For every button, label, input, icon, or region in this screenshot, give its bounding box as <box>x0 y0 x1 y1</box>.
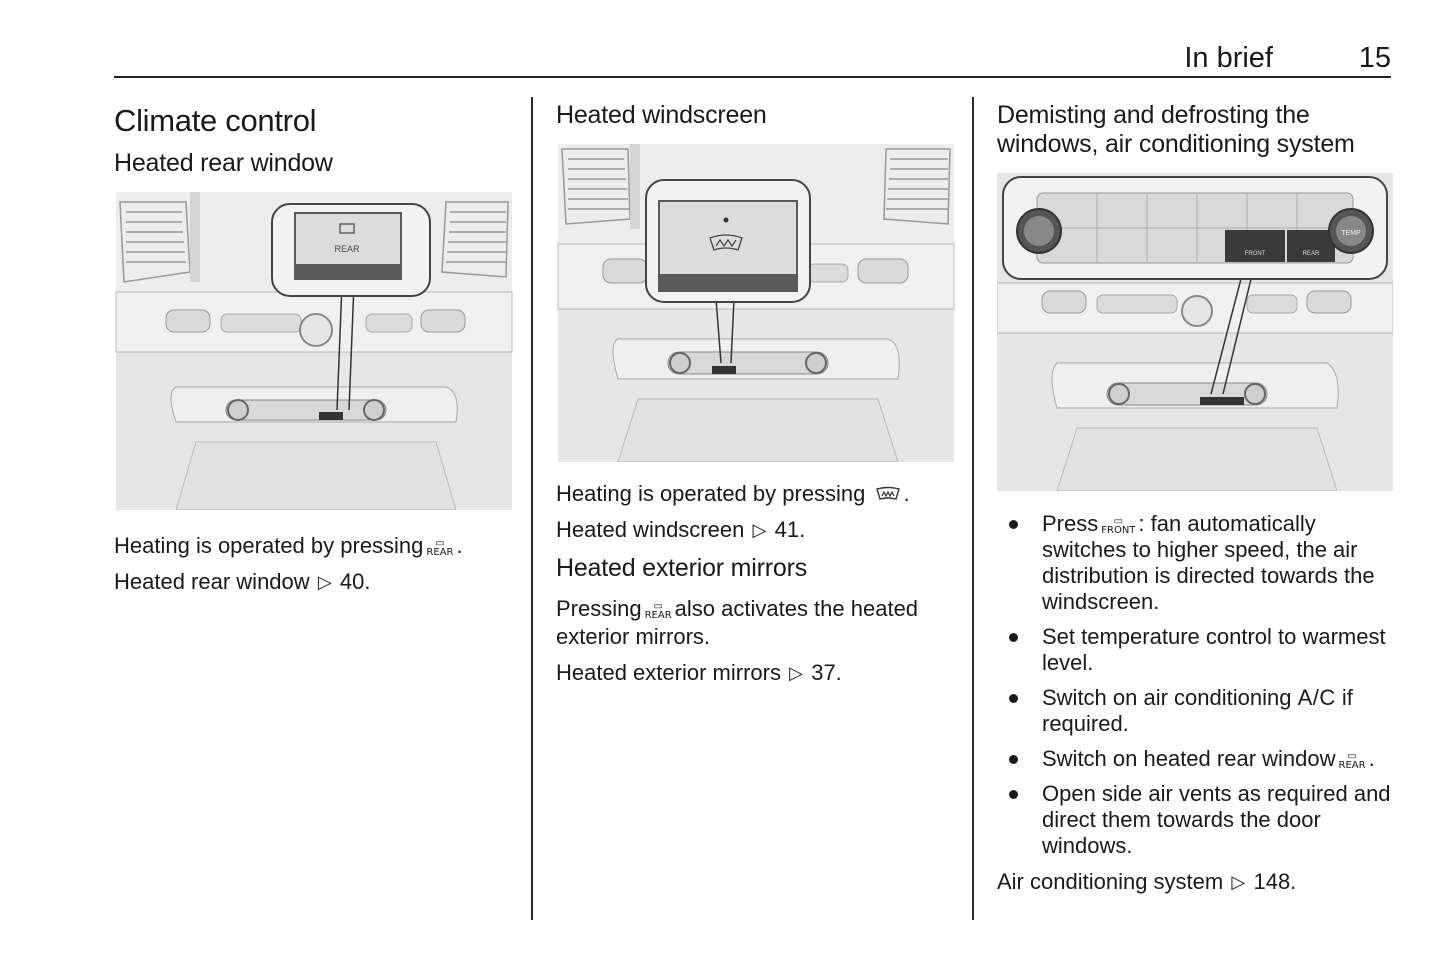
air-conditioning-reference: Air conditioning system ▷ 148. <box>997 869 1297 894</box>
page-reference-icon: ▷ <box>789 663 803 683</box>
page-number: 15 <box>1358 42 1391 74</box>
ac-label: A/C <box>1297 685 1336 710</box>
bullet-icon <box>1009 520 1018 529</box>
svg-text:REAR: REAR <box>1303 251 1320 257</box>
rear-window-heating-icon: ▭REAR <box>644 601 672 621</box>
page-title: Climate control <box>114 103 317 138</box>
column-divider <box>531 97 533 920</box>
page-reference-icon: ▷ <box>1231 872 1246 892</box>
climate-panel-illustration: FRONT REAR TEMP <box>997 173 1393 491</box>
section-title: In brief <box>1184 42 1273 74</box>
svg-text:REAR: REAR <box>334 244 360 254</box>
list-item: Press▭FRONT: fan automatically switches … <box>997 511 1393 615</box>
heated-rear-window-illustration: REAR <box>115 192 513 510</box>
svg-text:FRONT: FRONT <box>1245 251 1266 257</box>
column-divider <box>972 97 974 920</box>
list-item: Switch on air conditioning A/C if requir… <box>997 685 1393 737</box>
rear-window-heating-icon: ▭REAR <box>426 538 454 558</box>
heated-exterior-mirrors-heading: Heated exterior mirrors <box>556 554 808 582</box>
column-heated-windscreen: Heated windscreen Heating is operated by… <box>556 97 956 695</box>
page-header: In brief 15 <box>114 40 1391 78</box>
heated-rear-window-heading: Heated rear window <box>114 149 333 177</box>
heated-exterior-mirrors-reference: Heated exterior mirrors ▷ 37. <box>556 660 842 685</box>
windscreen-heating-icon <box>875 486 900 500</box>
front-demist-icon: ▭FRONT <box>1101 516 1136 536</box>
page-reference-icon: ▷ <box>317 572 332 592</box>
column-climate-control: Climate control Heated rear window REAR <box>114 97 514 604</box>
demisting-heading: Demisting and defrosting the windows, ai… <box>997 101 1355 158</box>
heated-windscreen-reference: Heated windscreen ▷ 41. <box>556 517 806 542</box>
heated-rear-window-operation: Heating is operated by pressing▭REAR. <box>114 533 463 558</box>
list-item: Switch on heated rear window▭REAR. <box>997 746 1393 772</box>
bullet-icon <box>1009 694 1018 703</box>
page-reference-icon: ▷ <box>752 520 767 540</box>
svg-text:TEMP: TEMP <box>1341 230 1361 237</box>
list-item: Set temperature control to warmest level… <box>997 624 1393 676</box>
list-item: Open side air vents as required and dire… <box>997 781 1393 859</box>
demisting-steps-list: Press▭FRONT: fan automatically switches … <box>997 511 1393 859</box>
bullet-icon <box>1009 755 1018 764</box>
bullet-icon <box>1009 633 1018 642</box>
heated-rear-window-reference: Heated rear window ▷ 40. <box>114 569 371 594</box>
heated-windscreen-operation: Heating is operated by pressing . <box>556 481 910 506</box>
bullet-icon <box>1009 790 1018 799</box>
rear-window-heating-icon: ▭REAR <box>1338 751 1366 771</box>
heated-windscreen-heading: Heated windscreen <box>556 101 767 129</box>
column-demisting: Demisting and defrosting the windows, ai… <box>997 97 1393 904</box>
heated-windscreen-illustration <box>557 144 955 462</box>
